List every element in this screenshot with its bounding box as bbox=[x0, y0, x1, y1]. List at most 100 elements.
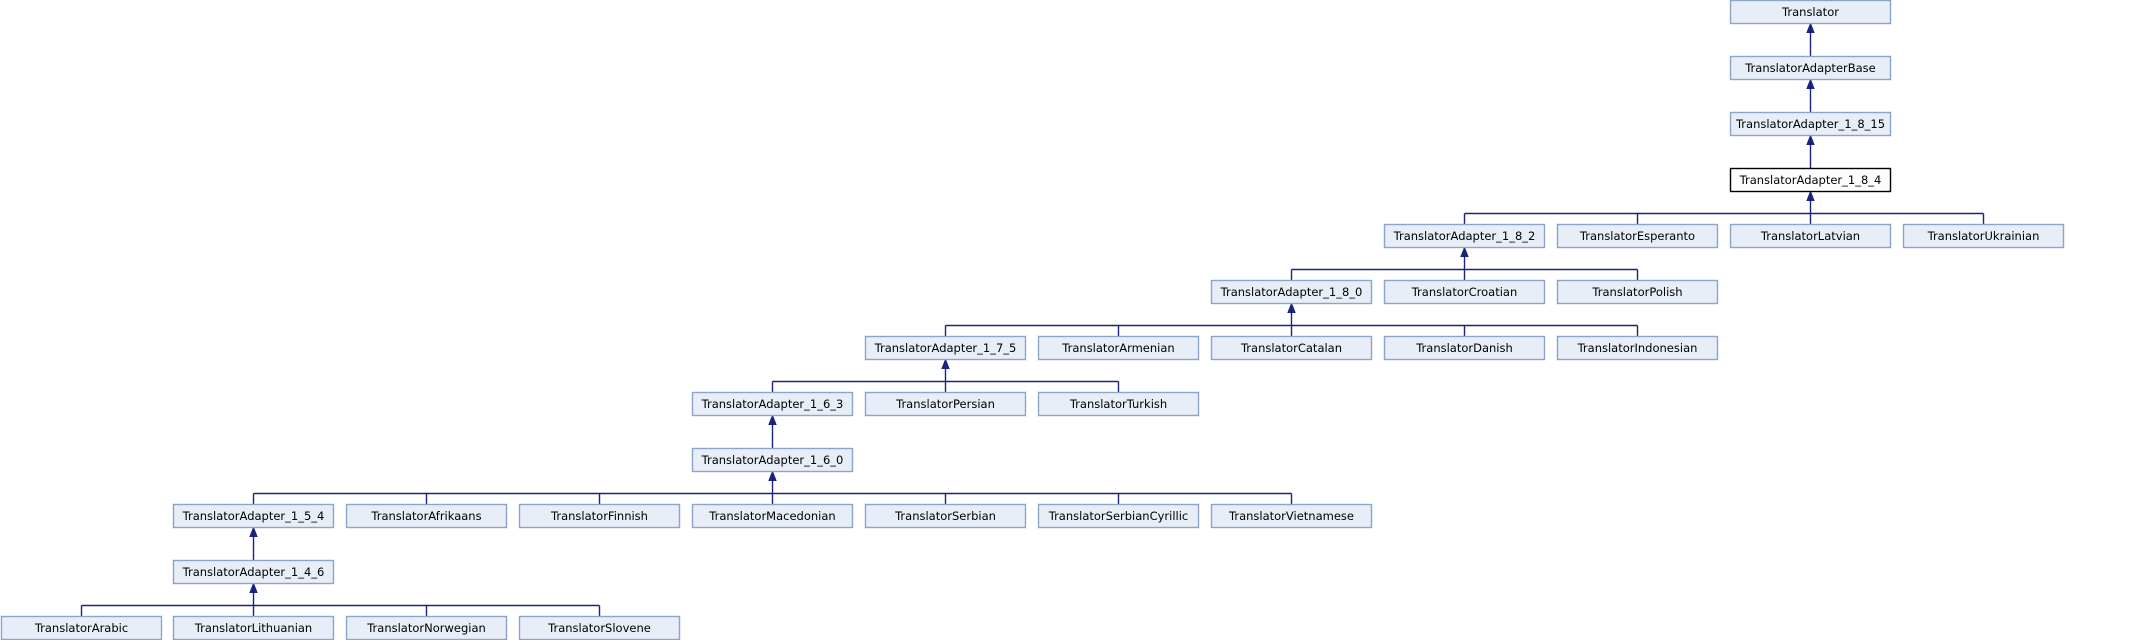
class-node-label: TranslatorSerbian bbox=[894, 509, 996, 523]
class-node-label: TranslatorPolish bbox=[1591, 285, 1682, 299]
class-node-adapter-1-8-4: TranslatorAdapter_1_8_4 bbox=[1729, 167, 1892, 193]
class-node-box bbox=[1383, 279, 1546, 305]
edges-layer bbox=[80, 22, 1985, 617]
class-node-polish[interactable]: TranslatorPolish bbox=[1556, 279, 1719, 305]
inheritance-arrow-adapter-1-6-3 bbox=[768, 414, 777, 425]
class-node-box bbox=[1210, 503, 1373, 529]
class-node-adapter-1-8-15[interactable]: TranslatorAdapter_1_8_15 bbox=[1729, 111, 1892, 137]
class-node-serbian[interactable]: TranslatorSerbian bbox=[864, 503, 1027, 529]
class-node-lithuanian[interactable]: TranslatorLithuanian bbox=[172, 615, 335, 640]
class-node-label: TranslatorSerbianCyrillic bbox=[1048, 509, 1189, 523]
class-node-catalan[interactable]: TranslatorCatalan bbox=[1210, 335, 1373, 361]
class-node-label: TranslatorUkrainian bbox=[1927, 229, 2040, 243]
class-node-box bbox=[1729, 223, 1892, 249]
class-node-serbian-cyrillic[interactable]: TranslatorSerbianCyrillic bbox=[1037, 503, 1200, 529]
class-node-box bbox=[1729, 0, 1892, 25]
class-node-macedonian[interactable]: TranslatorMacedonian bbox=[691, 503, 854, 529]
class-node-box bbox=[1556, 279, 1719, 305]
class-node-label: TranslatorCroatian bbox=[1411, 285, 1518, 299]
class-node-label: TranslatorAdapter_1_6_3 bbox=[701, 397, 844, 411]
class-node-adapter-base[interactable]: TranslatorAdapterBase bbox=[1729, 55, 1892, 81]
class-node-box bbox=[1037, 335, 1200, 361]
class-node-box bbox=[1729, 167, 1892, 193]
class-node-adapter-1-5-4[interactable]: TranslatorAdapter_1_5_4 bbox=[172, 503, 335, 529]
class-node-vietnamese[interactable]: TranslatorVietnamese bbox=[1210, 503, 1373, 529]
inheritance-edge-adapter-1-8-0 bbox=[944, 311, 1639, 337]
class-node-label: TranslatorTurkish bbox=[1069, 397, 1167, 411]
inheritance-arrow-translator bbox=[1806, 22, 1815, 33]
class-node-label: TranslatorMacedonian bbox=[708, 509, 835, 523]
class-node-croatian[interactable]: TranslatorCroatian bbox=[1383, 279, 1546, 305]
class-node-adapter-1-6-0[interactable]: TranslatorAdapter_1_6_0 bbox=[691, 447, 854, 473]
class-node-adapter-1-8-2[interactable]: TranslatorAdapter_1_8_2 bbox=[1383, 223, 1546, 249]
class-node-box bbox=[172, 503, 335, 529]
class-node-turkish[interactable]: TranslatorTurkish bbox=[1037, 391, 1200, 417]
class-node-slovene[interactable]: TranslatorSlovene bbox=[518, 615, 681, 640]
class-node-label: TranslatorAdapter_1_5_4 bbox=[182, 509, 325, 523]
class-node-label: TranslatorAdapterBase bbox=[1744, 61, 1876, 75]
class-node-box bbox=[1902, 223, 2065, 249]
inheritance-arrow-adapter-1-6-0 bbox=[768, 470, 777, 481]
class-node-label: TranslatorSlovene bbox=[547, 621, 651, 635]
class-node-box bbox=[1556, 335, 1719, 361]
class-node-label: TranslatorAdapter_1_4_6 bbox=[182, 565, 325, 579]
class-node-box bbox=[1729, 55, 1892, 81]
class-node-afrikaans[interactable]: TranslatorAfrikaans bbox=[345, 503, 508, 529]
class-node-label: TranslatorEsperanto bbox=[1579, 229, 1695, 243]
class-node-label: TranslatorAdapter_1_8_2 bbox=[1393, 229, 1536, 243]
inheritance-arrow-adapter-1-7-5 bbox=[941, 358, 950, 369]
class-node-finnish[interactable]: TranslatorFinnish bbox=[518, 503, 681, 529]
inheritance-edge-adapter-1-6-0 bbox=[252, 479, 1293, 505]
inheritance-edge-adapter-1-4-6 bbox=[80, 591, 601, 617]
class-node-ukrainian[interactable]: TranslatorUkrainian bbox=[1902, 223, 2065, 249]
class-node-armenian[interactable]: TranslatorArmenian bbox=[1037, 335, 1200, 361]
inheritance-arrow-adapter-1-8-2 bbox=[1460, 246, 1469, 257]
class-node-label: TranslatorNorwegian bbox=[366, 621, 486, 635]
class-node-norwegian[interactable]: TranslatorNorwegian bbox=[345, 615, 508, 640]
class-node-adapter-1-4-6[interactable]: TranslatorAdapter_1_4_6 bbox=[172, 559, 335, 585]
class-node-translator[interactable]: Translator bbox=[1729, 0, 1892, 25]
class-node-box bbox=[1729, 111, 1892, 137]
class-node-adapter-1-6-3[interactable]: TranslatorAdapter_1_6_3 bbox=[691, 391, 854, 417]
inheritance-edge-adapter-1-7-5 bbox=[771, 367, 1120, 393]
class-node-label: TranslatorAdapter_1_8_4 bbox=[1739, 173, 1882, 187]
class-node-esperanto[interactable]: TranslatorEsperanto bbox=[1556, 223, 1719, 249]
inheritance-arrow-adapter-1-5-4 bbox=[249, 526, 258, 537]
inheritance-arrow-adapter-base bbox=[1806, 78, 1815, 89]
class-node-box bbox=[864, 391, 1027, 417]
class-node-box bbox=[1556, 223, 1719, 249]
class-node-label: TranslatorIndonesian bbox=[1577, 341, 1698, 355]
class-node-arabic[interactable]: TranslatorArabic bbox=[0, 615, 163, 640]
class-node-adapter-1-8-0[interactable]: TranslatorAdapter_1_8_0 bbox=[1210, 279, 1373, 305]
inheritance-arrow-adapter-1-8-0 bbox=[1287, 302, 1296, 313]
class-node-persian[interactable]: TranslatorPersian bbox=[864, 391, 1027, 417]
inheritance-edge-adapter-1-8-2 bbox=[1290, 255, 1639, 281]
class-node-box bbox=[1383, 223, 1546, 249]
class-node-label: TranslatorCatalan bbox=[1240, 341, 1342, 355]
inheritance-edge-adapter-1-8-4 bbox=[1463, 199, 1985, 225]
class-node-label: TranslatorAdapter_1_8_15 bbox=[1735, 117, 1885, 131]
class-node-label: TranslatorLithuanian bbox=[194, 621, 312, 635]
class-node-label: TranslatorAdapter_1_8_0 bbox=[1220, 285, 1363, 299]
class-node-box bbox=[1210, 335, 1373, 361]
class-node-label: TranslatorLatvian bbox=[1760, 229, 1860, 243]
class-node-label: TranslatorAdapter_1_6_0 bbox=[701, 453, 844, 467]
class-node-label: TranslatorFinnish bbox=[550, 509, 648, 523]
class-node-label: Translator bbox=[1781, 5, 1839, 19]
class-node-label: TranslatorAfrikaans bbox=[370, 509, 481, 523]
inheritance-arrow-adapter-1-4-6 bbox=[249, 582, 258, 593]
class-node-box bbox=[1383, 335, 1546, 361]
class-node-label: TranslatorArabic bbox=[34, 621, 128, 635]
nodes-layer: TranslatorTranslatorAdapterBaseTranslato… bbox=[0, 0, 2065, 640]
class-node-latvian[interactable]: TranslatorLatvian bbox=[1729, 223, 1892, 249]
class-node-indonesian[interactable]: TranslatorIndonesian bbox=[1556, 335, 1719, 361]
class-node-box bbox=[691, 503, 854, 529]
class-node-box bbox=[345, 503, 508, 529]
class-node-adapter-1-7-5[interactable]: TranslatorAdapter_1_7_5 bbox=[864, 335, 1027, 361]
class-node-box bbox=[691, 447, 854, 473]
class-node-label: TranslatorDanish bbox=[1415, 341, 1513, 355]
class-node-danish[interactable]: TranslatorDanish bbox=[1383, 335, 1546, 361]
class-node-label: TranslatorAdapter_1_7_5 bbox=[874, 341, 1017, 355]
class-node-box bbox=[864, 335, 1027, 361]
